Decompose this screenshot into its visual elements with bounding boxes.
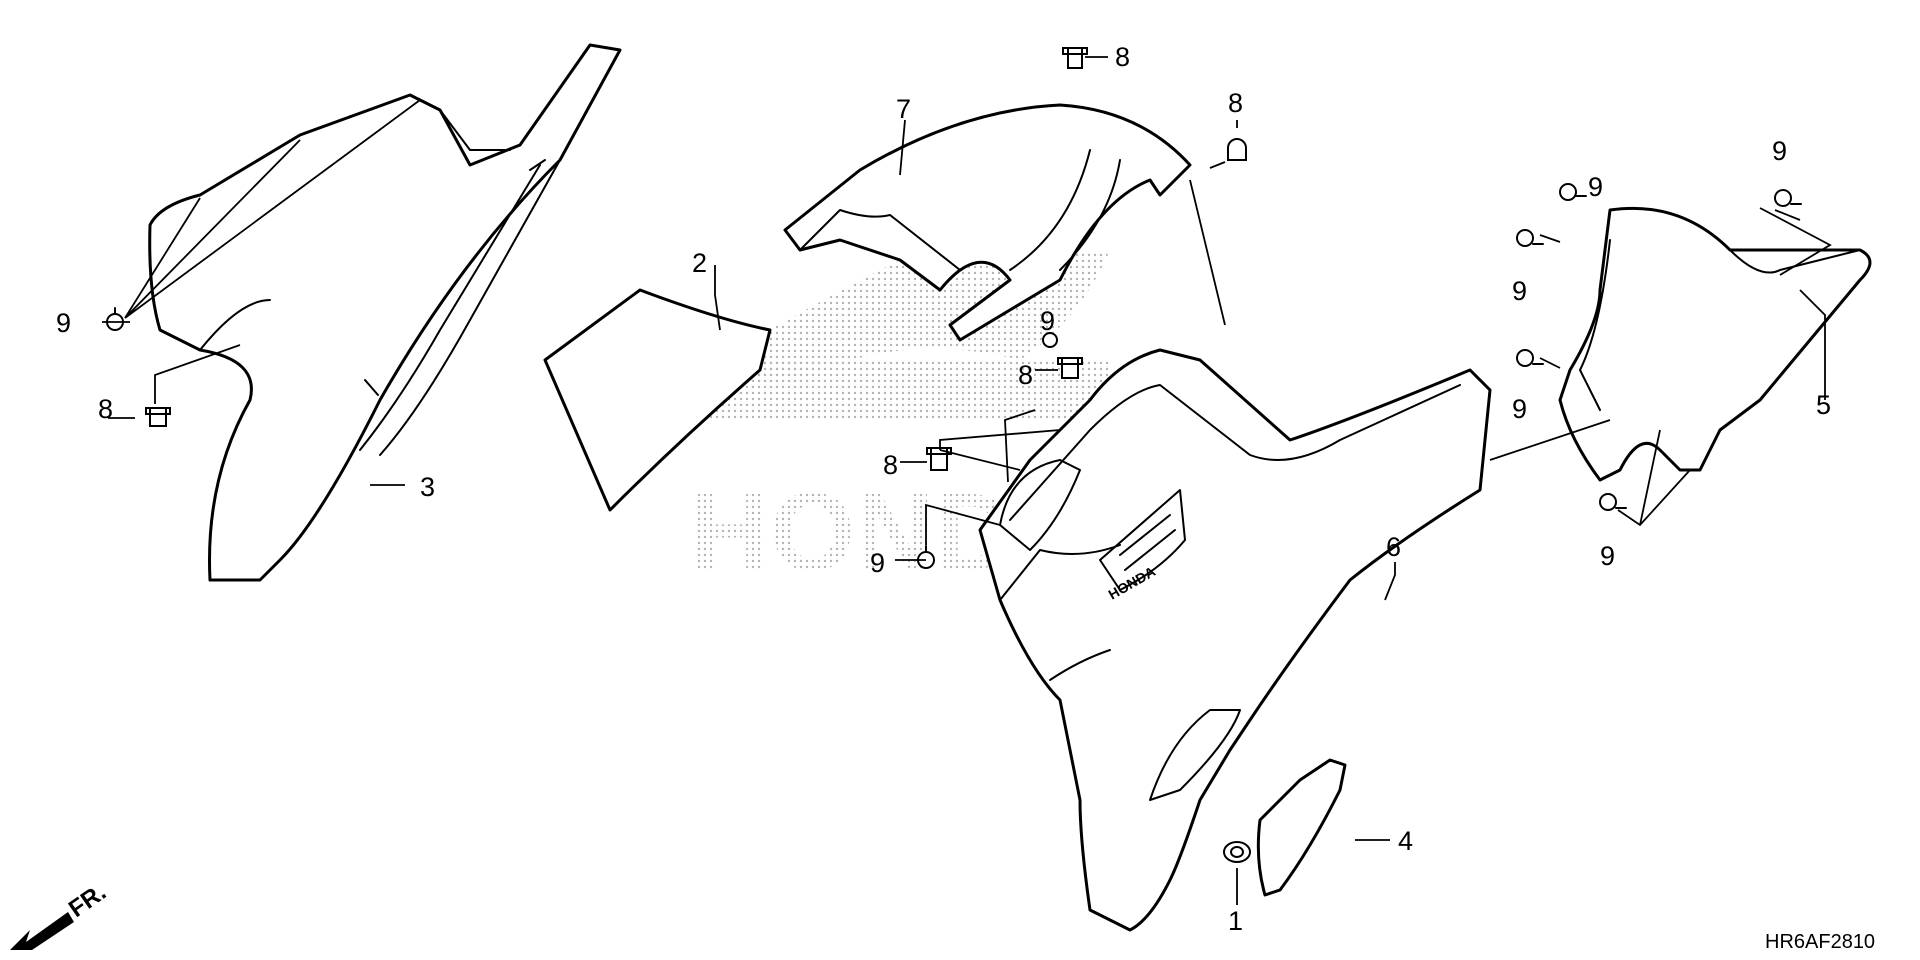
screw: [1516, 349, 1544, 367]
screw: [1599, 493, 1627, 511]
left-side-cover: [148, 43, 622, 582]
callout-8: 8: [883, 450, 898, 480]
right-side-cover: [978, 348, 1492, 932]
callout-8: 8: [1115, 42, 1130, 72]
screw: [1559, 183, 1587, 201]
callout-labels: 8 8 8 8 8 9 9 9 9 9 9 9 9 1 2 3 4 5 6 7: [56, 42, 1831, 936]
clip: [145, 407, 171, 427]
small-lid: [1256, 758, 1347, 897]
clip: [1227, 138, 1247, 161]
callout-9: 9: [1600, 541, 1615, 571]
callout-8: 8: [1018, 360, 1033, 390]
callout-9: 9: [870, 548, 885, 578]
callout-9: 9: [1772, 136, 1787, 166]
callout-9: 9: [1588, 172, 1603, 202]
clip: [926, 447, 952, 471]
callout-8: 8: [1228, 88, 1243, 118]
callout-9: 9: [1512, 394, 1527, 424]
callout-1: 1: [1228, 906, 1243, 936]
upper-cover: [783, 103, 1192, 342]
grommet: [1223, 841, 1251, 863]
side-cover-sheet: [543, 288, 772, 512]
callout-3: 3: [420, 472, 435, 502]
screw: [1774, 189, 1802, 207]
inner-panel: [1558, 206, 1872, 482]
callout-5: 5: [1816, 390, 1831, 420]
clip: [1062, 47, 1088, 69]
screw: [1042, 332, 1058, 348]
callout-9: 9: [1040, 306, 1055, 336]
callout-8: 8: [98, 394, 113, 424]
callout-6: 6: [1386, 532, 1401, 562]
leader-lines: [102, 56, 1832, 905]
direction-label: FR.: [64, 879, 111, 923]
diagram-code: HR6AF2810: [1765, 931, 1875, 953]
callout-9: 9: [1512, 276, 1527, 306]
callout-4: 4: [1398, 826, 1413, 856]
callout-2: 2: [692, 248, 707, 278]
fasteners: [106, 47, 1802, 569]
callout-9: 9: [56, 308, 71, 338]
front-direction-arrow: FR.: [10, 879, 111, 950]
callout-7: 7: [896, 94, 911, 124]
screw: [1516, 229, 1544, 247]
screw: [106, 307, 124, 331]
clip: [1057, 357, 1083, 379]
